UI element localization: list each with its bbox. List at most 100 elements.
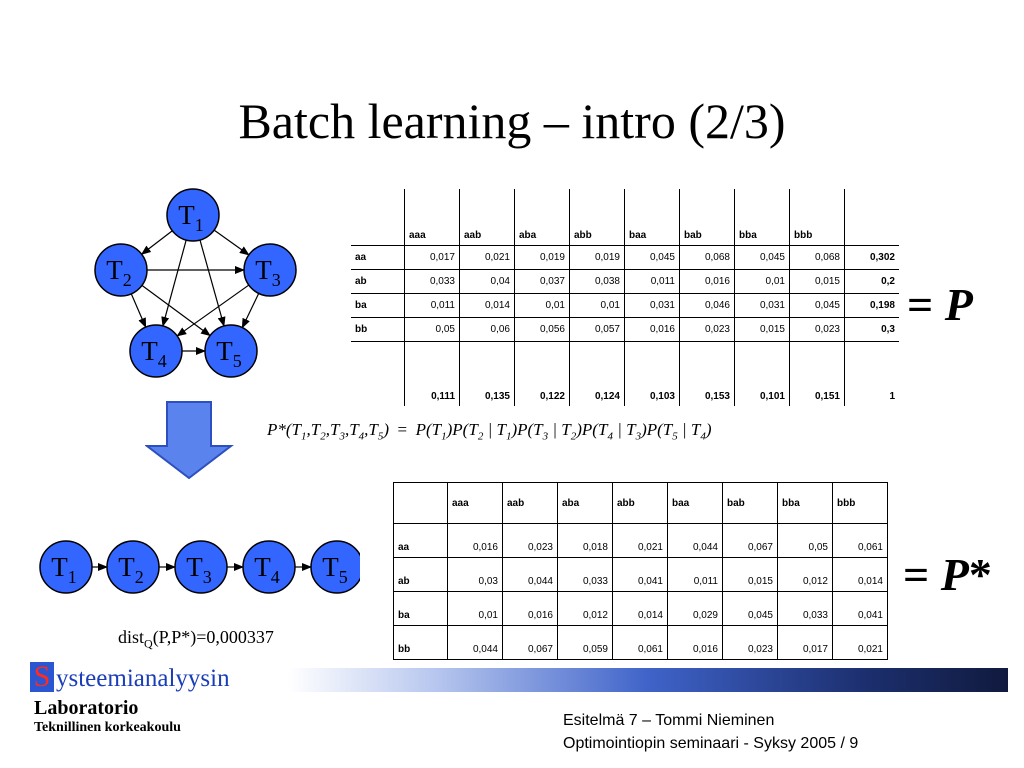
table-cell: 0,01	[447, 591, 503, 626]
table-cell: 0,018	[557, 523, 613, 558]
table-cell: 0,044	[447, 625, 503, 660]
network-node-label: T3	[255, 255, 281, 290]
column-header: aba	[514, 189, 570, 246]
table-cell: 0,031	[624, 293, 680, 318]
table-cell: 0,045	[624, 245, 680, 270]
column-header: aab	[459, 189, 515, 246]
column-header: abb	[569, 189, 625, 246]
network-edge	[213, 229, 250, 256]
table-cell: 0,015	[734, 317, 790, 342]
table-cell: 0,021	[832, 625, 888, 660]
column-header: aaa	[447, 482, 503, 524]
network-node-3: T3	[243, 243, 297, 297]
sum-header	[844, 189, 899, 246]
corner-cell	[351, 189, 405, 246]
table-cell: 0,05	[777, 523, 833, 558]
table-cell: 0,059	[557, 625, 613, 660]
table-cell: 0,061	[612, 625, 668, 660]
table-cell: 0,016	[502, 591, 558, 626]
table-cell: 0,021	[459, 245, 515, 270]
network-edge	[140, 230, 173, 255]
table-cell: 0,017	[404, 245, 460, 270]
row-header: bb	[393, 625, 448, 660]
table-cell: 0,016	[624, 317, 680, 342]
grand-total: 1	[844, 341, 899, 406]
table-cell: 0,023	[722, 625, 778, 660]
column-total: 0,135	[459, 341, 515, 406]
table-cell: 0,01	[569, 293, 625, 318]
brand-gradient-bar	[288, 668, 1008, 692]
table-cell: 0,038	[569, 269, 625, 294]
chain-node-5: T5	[310, 540, 360, 594]
table-cell: 0,067	[722, 523, 778, 558]
row-header: ab	[351, 269, 405, 294]
table-cell: 0,03	[447, 557, 503, 592]
table-cell: 0,011	[624, 269, 680, 294]
table-cell: 0,01	[734, 269, 790, 294]
column-header: bbb	[832, 482, 888, 524]
network-edge	[130, 293, 147, 329]
column-header: aba	[557, 482, 613, 524]
column-header: baa	[624, 189, 680, 246]
corner-cell	[393, 482, 448, 524]
table-cell: 0,05	[404, 317, 460, 342]
network-node-4: T4	[129, 324, 183, 378]
column-total: 0,153	[679, 341, 735, 406]
chain-node-2: T2	[106, 540, 160, 594]
table-cell: 0,029	[667, 591, 723, 626]
chain-node-1: T1	[39, 540, 93, 594]
table-cell: 0,068	[789, 245, 845, 270]
network-node-2: T2	[94, 243, 148, 297]
column-total: 0,151	[789, 341, 845, 406]
university-name: Teknillinen korkeakoulu	[34, 720, 181, 735]
table-cell: 0,041	[612, 557, 668, 592]
table-cell: 0,023	[679, 317, 735, 342]
table-cell: 0,016	[679, 269, 735, 294]
row-sum: 0,198	[844, 293, 899, 318]
row-sum: 0,302	[844, 245, 899, 270]
table-cell: 0,012	[777, 557, 833, 592]
table-cell: 0,014	[612, 591, 668, 626]
column-header: bab	[722, 482, 778, 524]
equals-pstar-label: = P*	[903, 549, 992, 600]
network-node-5: T5	[204, 324, 258, 378]
brand-name: ysteemianalyysin	[56, 665, 230, 692]
table-cell: 0,019	[569, 245, 625, 270]
column-total: 0,101	[734, 341, 790, 406]
network-node-1: T1	[166, 188, 220, 242]
table-cell: 0,037	[514, 269, 570, 294]
chain-node-3: T3	[174, 540, 228, 594]
slide-title: Batch learning – intro (2/3)	[238, 93, 786, 149]
footer-info: Esitelmä 7 – Tommi Nieminen Optimointiop…	[563, 709, 858, 755]
chain-node-label: T5	[322, 552, 348, 587]
brand-logo-initial: S	[30, 662, 54, 692]
column-header: bab	[679, 189, 735, 246]
table-cell: 0,021	[612, 523, 668, 558]
down-arrow-icon	[145, 401, 234, 480]
table-cell: 0,015	[722, 557, 778, 592]
table-cell: 0,046	[679, 293, 735, 318]
table-cell: 0,04	[459, 269, 515, 294]
table-cell: 0,056	[514, 317, 570, 342]
row-sum: 0,2	[844, 269, 899, 294]
row-header: aa	[351, 245, 405, 270]
row-header: ba	[393, 591, 448, 626]
table-cell: 0,023	[502, 523, 558, 558]
table-cell: 0,011	[404, 293, 460, 318]
table-cell: 0,019	[514, 245, 570, 270]
column-total: 0,103	[624, 341, 680, 406]
table-cell: 0,016	[447, 523, 503, 558]
totals-label	[351, 342, 405, 407]
